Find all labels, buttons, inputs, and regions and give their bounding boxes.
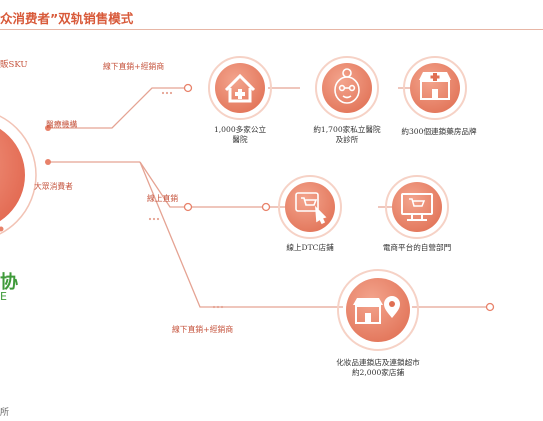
pharmacy-store-icon [419, 72, 451, 100]
node-private-clinic [315, 56, 379, 120]
caption-public-hospital: 1,000多家公立 醫院 [212, 125, 268, 145]
elderly-person-icon [334, 68, 360, 104]
node-ecommerce [385, 175, 449, 239]
brand-logo-text: 协 [0, 272, 18, 293]
source-note: 所 [0, 408, 10, 418]
caption-line: 線上DTC店鋪 [286, 243, 334, 252]
caption-line: 電商平台的自營部門 [382, 243, 452, 252]
caption-private-clinic: 約1,700家私立醫院 及診所 [305, 125, 389, 145]
caption-line: 約2,000家店鋪 [351, 368, 405, 377]
node-retail-chain [337, 269, 419, 351]
route-online-label: 線上直銷 [147, 194, 179, 203]
node-pharmacy-chain [403, 56, 467, 120]
caption-pharmacy-chain: 約300個連鎖藥房品牌 [396, 127, 482, 137]
sku-label: 販SKU [0, 60, 28, 70]
caption-dtc-store: 線上DTC店鋪 [280, 243, 340, 253]
route-offline-pharmacy-label: 線下直銷+經銷商 [103, 62, 165, 71]
channel-consumer-label: 大眾消費者 [34, 182, 73, 191]
route-offline-retail-label: 線下直銷+經銷商 [172, 325, 234, 334]
title-divider [0, 29, 543, 30]
caption-line: 醫院 [232, 135, 248, 144]
caption-line: 約1,700家私立醫院 [313, 125, 381, 134]
caption-ecommerce: 電商平台的自營部門 [377, 243, 457, 253]
caption-line: 約300個連鎖藥房品牌 [401, 127, 477, 136]
caption-line: 1,000多家公立 [213, 125, 267, 134]
caption-line: 及診所 [335, 135, 359, 144]
node-public-hospital [208, 56, 272, 120]
store-location-icon [353, 296, 400, 324]
brand-logo-subtext: E [0, 290, 7, 303]
online-shop-icon [295, 192, 327, 225]
computer-cart-icon [401, 193, 433, 221]
page-title: 众消费者”双轨销售模式 [0, 11, 134, 26]
channel-medical-label: 醫療機構 [46, 120, 78, 129]
central-circle [0, 115, 37, 235]
caption-line: 化妝品連鎖店及連鎖超市 [336, 358, 420, 367]
hospital-icon [224, 73, 256, 103]
node-dtc-store [278, 175, 342, 239]
ellipsis-dots [148, 91, 224, 309]
caption-retail-chain: 化妝品連鎖店及連鎖超市 約2,000家店鋪 [326, 358, 430, 378]
